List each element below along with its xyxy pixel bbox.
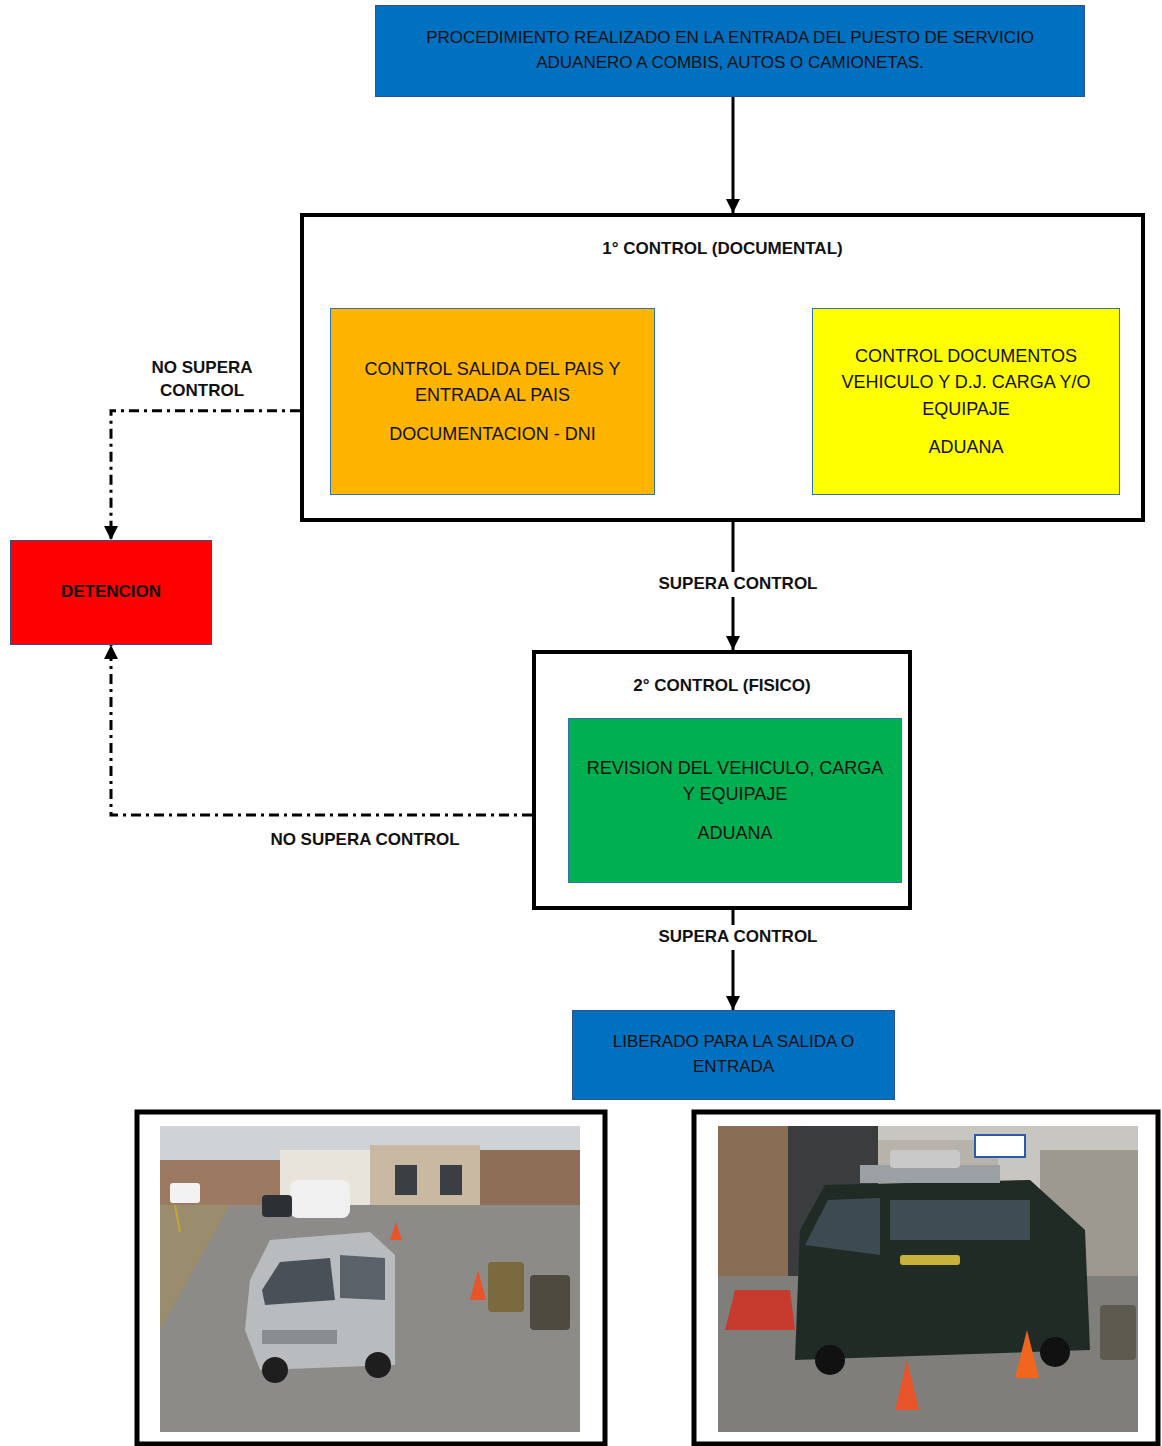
photo-sky	[160, 1126, 580, 1432]
box-text: DETENCION	[61, 580, 161, 605]
reject-connector	[111, 645, 532, 815]
cone	[895, 1360, 919, 1410]
reject-connector	[111, 411, 300, 540]
photo-right	[694, 1112, 1158, 1444]
detention-box: DETENCION	[10, 540, 212, 645]
group-title: 1° CONTROL (DOCUMENTAL)	[304, 237, 1141, 262]
end-box: LIBERADO PARA LA SALIDA O ENTRADA	[572, 1010, 895, 1100]
wheel	[365, 1352, 391, 1378]
van-decal	[900, 1255, 960, 1265]
process-box: REVISION DEL VEHICULO, CARGA Y EQUIPAJE A…	[568, 718, 902, 883]
box-text: CONTROL SALIDA DEL PAIS Y ENTRADA AL PAI…	[345, 356, 640, 408]
cone	[390, 1222, 402, 1240]
edge-label: NO SUPERA CONTROL	[122, 356, 282, 404]
road	[160, 1205, 580, 1432]
wheel	[815, 1345, 845, 1375]
control-group: 1° CONTROL (DOCUMENTAL) CONTROL SALIDA DE…	[300, 213, 1145, 522]
control-group: 2° CONTROL (FISICO) REVISION DEL VEHICULO…	[532, 650, 912, 910]
barrel	[488, 1262, 524, 1312]
wheel	[262, 1357, 288, 1383]
van-distant	[170, 1183, 200, 1203]
wheel	[1040, 1337, 1070, 1367]
side-window	[340, 1255, 385, 1300]
windshield	[262, 1258, 335, 1305]
cone	[1015, 1330, 1039, 1378]
door	[395, 1165, 417, 1195]
door	[440, 1165, 462, 1195]
van-parked	[290, 1180, 350, 1218]
building	[370, 1145, 480, 1205]
building	[160, 1160, 280, 1205]
process-box: CONTROL DOCUMENTOS VEHICULO Y D.J. CARGA…	[812, 308, 1120, 495]
side-window	[890, 1200, 1030, 1240]
box-text: CONTROL DOCUMENTOS VEHICULO Y D.J. CARGA…	[827, 343, 1105, 421]
start-box: PROCEDIMIENTO REALIZADO EN LA ENTRADA DE…	[375, 5, 1085, 97]
photo-sky	[718, 1126, 1138, 1432]
process-box: CONTROL SALIDA DEL PAIS Y ENTRADA AL PAI…	[330, 308, 655, 495]
van-green	[795, 1180, 1090, 1360]
barrel	[1100, 1305, 1136, 1360]
edge-label: SUPERA CONTROL	[628, 925, 848, 950]
roof-load	[890, 1150, 960, 1168]
barrel	[530, 1275, 570, 1330]
photo-frame	[137, 1112, 605, 1444]
edge-label: SUPERA CONTROL	[628, 572, 848, 597]
edge-label: NO SUPERA CONTROL	[230, 828, 500, 853]
box-text: PROCEDIMIENTO REALIZADO EN LA ENTRADA DE…	[390, 26, 1070, 75]
group-title: 2° CONTROL (FISICO)	[536, 674, 908, 699]
box-text: DOCUMENTACION - DNI	[389, 421, 596, 447]
box-text: REVISION DEL VEHICULO, CARGA Y EQUIPAJE	[583, 755, 887, 807]
sign	[975, 1135, 1025, 1157]
photo-left	[137, 1112, 605, 1444]
barrier	[725, 1290, 795, 1330]
cone	[470, 1270, 486, 1300]
roadside	[160, 1205, 230, 1330]
windshield	[805, 1198, 880, 1255]
building	[718, 1126, 788, 1276]
box-text: LIBERADO PARA LA SALIDA O ENTRADA	[587, 1030, 880, 1079]
box-text: ADUANA	[697, 820, 772, 846]
box-text: ADUANA	[928, 434, 1003, 460]
flow-arrow	[732, 97, 735, 213]
road-line	[175, 1205, 180, 1232]
bumper	[262, 1330, 337, 1344]
photo-frame	[694, 1112, 1158, 1444]
building	[480, 1150, 580, 1205]
car-parked	[262, 1195, 292, 1217]
van-silver	[245, 1232, 395, 1370]
